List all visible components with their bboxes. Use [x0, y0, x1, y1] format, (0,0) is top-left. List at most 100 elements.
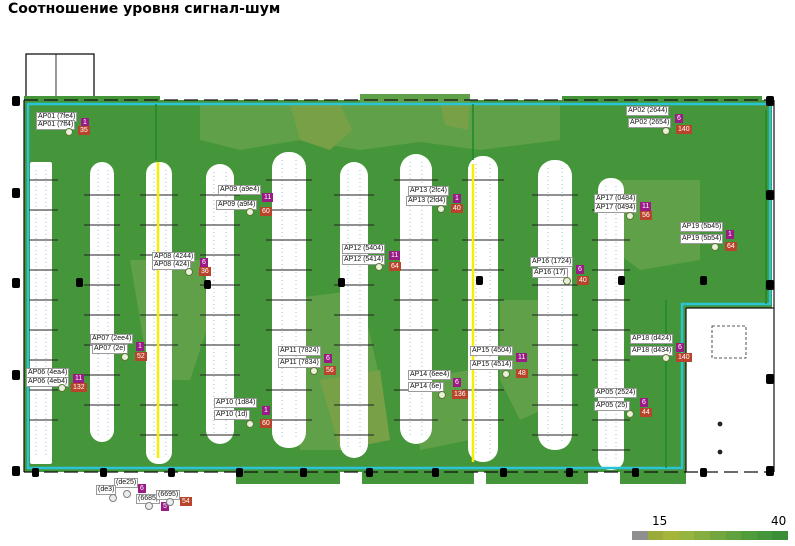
ap-label: AP09 (a9f4): [216, 200, 258, 210]
ap-value: 140: [676, 353, 692, 362]
ap-label: AP18 (d434): [630, 346, 674, 356]
ap-label: AP05 (2524): [594, 388, 638, 398]
ap-value: 36: [199, 267, 211, 276]
ap-value: 40: [451, 204, 463, 213]
ap-label: (de3): [96, 485, 117, 495]
ap-value: 132: [71, 383, 87, 392]
ap-channel: 6: [675, 114, 683, 123]
access-point-icon[interactable]: [438, 391, 446, 399]
access-point-icon[interactable]: [502, 370, 510, 378]
network-lines: [155, 104, 767, 468]
ap-label: AP02 (2644): [626, 106, 670, 116]
ap-label: AP15 (4514): [470, 360, 514, 370]
access-point-icon[interactable]: [711, 243, 719, 251]
access-point-icon[interactable]: [145, 502, 153, 510]
ap-label: AP12 (5404): [342, 244, 386, 254]
ap-value: 56: [640, 211, 652, 220]
ap-channel: 1: [726, 230, 734, 239]
aisle-ticks: [27, 179, 630, 451]
ap-channel: 5: [161, 502, 169, 511]
access-point-icon[interactable]: [662, 127, 670, 135]
access-point-icon[interactable]: [109, 494, 117, 502]
legend-swatch: [647, 531, 664, 540]
ap-channel: 11: [73, 374, 85, 383]
ap-channel: 11: [262, 193, 274, 202]
ap-label: AP19 (5b45): [680, 222, 724, 232]
ap-value: 140: [676, 125, 692, 134]
legend-swatch: [678, 531, 695, 540]
ap-value: 60: [260, 207, 272, 216]
ap-label: AP14 (6e): [408, 382, 444, 392]
legend-swatch: [709, 531, 726, 540]
ap-label: AP07 (2ee4): [90, 334, 134, 344]
access-point-icon[interactable]: [121, 353, 129, 361]
ap-label: AP13 (2fc4): [408, 186, 449, 196]
ap-label: AP16 (1724): [530, 257, 574, 267]
legend-swatch: [756, 531, 773, 540]
access-point-icon[interactable]: [166, 498, 174, 506]
cable-lines: [156, 162, 475, 462]
ap-channel: 11: [640, 202, 652, 211]
ap-label: AP17 (0494): [594, 203, 638, 213]
ap-value: 44: [640, 408, 652, 417]
access-point-icon[interactable]: [123, 490, 131, 498]
ap-channel: 11: [389, 251, 401, 260]
ap-label: AP10 (1d84): [214, 398, 258, 408]
access-point-icon[interactable]: [65, 128, 73, 136]
legend-swatch: [663, 531, 679, 540]
ap-label: AP15 (4504): [470, 346, 514, 356]
stairwell: [711, 325, 747, 455]
access-point-icon[interactable]: [58, 384, 66, 392]
ap-channel: 6: [676, 343, 684, 352]
access-point-icon[interactable]: [375, 263, 383, 271]
access-point-icon[interactable]: [310, 367, 318, 375]
ap-value: 35: [78, 126, 90, 135]
ap-value: 56: [324, 366, 336, 375]
access-point-icon[interactable]: [626, 410, 634, 418]
ap-label: AP11 (7834): [278, 358, 321, 368]
ap-value: 136: [452, 390, 468, 399]
ap-label: AP01 (7ff4): [36, 120, 76, 130]
shelving-rows: [30, 152, 624, 470]
ap-label: AP09 (a9e4): [218, 185, 262, 195]
ap-value: 64: [725, 242, 737, 251]
ap-channel: 1: [81, 118, 89, 127]
legend-min-label: 15: [652, 514, 668, 528]
ap-label: AP08 (424): [152, 260, 192, 270]
access-point-icon[interactable]: [563, 277, 571, 285]
access-point-icon[interactable]: [246, 208, 254, 216]
ap-value: 40: [577, 276, 589, 285]
ap-channel: 1: [453, 194, 461, 203]
ap-label: AP13 (2fd4): [406, 196, 448, 206]
ap-label: AP06 (4eb4): [26, 377, 70, 387]
ap-channel: 6: [324, 354, 332, 363]
ap-channel: 11: [516, 353, 528, 362]
access-point-icon[interactable]: [662, 354, 670, 362]
page-title: Соотношение уровня сигнал-шум: [8, 1, 281, 17]
ap-channel: 6: [576, 265, 584, 274]
ap-label: AP10 (1d): [214, 410, 250, 420]
legend-swatch: [694, 531, 710, 540]
ap-channel: 6: [640, 398, 648, 407]
ap-value: 54: [180, 497, 192, 506]
building-annex-outline: [25, 53, 95, 101]
legend-swatch: [632, 531, 648, 540]
access-point-icon[interactable]: [185, 268, 193, 276]
legend-swatch: [741, 531, 757, 540]
access-point-icon[interactable]: [437, 205, 445, 213]
access-point-icon[interactable]: [626, 212, 634, 220]
ap-label: AP07 (2e): [92, 344, 128, 354]
ap-channel: 6: [138, 484, 146, 493]
pillars: [12, 96, 774, 477]
ap-channel: 6: [453, 378, 461, 387]
ap-channel: 1: [262, 406, 270, 415]
ap-value: 60: [260, 419, 272, 428]
ap-label: AP12 (5414): [342, 255, 386, 265]
legend-color-scale: [632, 531, 788, 540]
ap-label: AP11 (7824): [278, 346, 321, 356]
access-point-icon[interactable]: [246, 420, 254, 428]
ap-value: 64: [389, 262, 401, 271]
legend-swatch: [772, 531, 788, 540]
ap-label: AP16 (17): [532, 268, 568, 278]
ap-label: (de25): [114, 478, 139, 488]
